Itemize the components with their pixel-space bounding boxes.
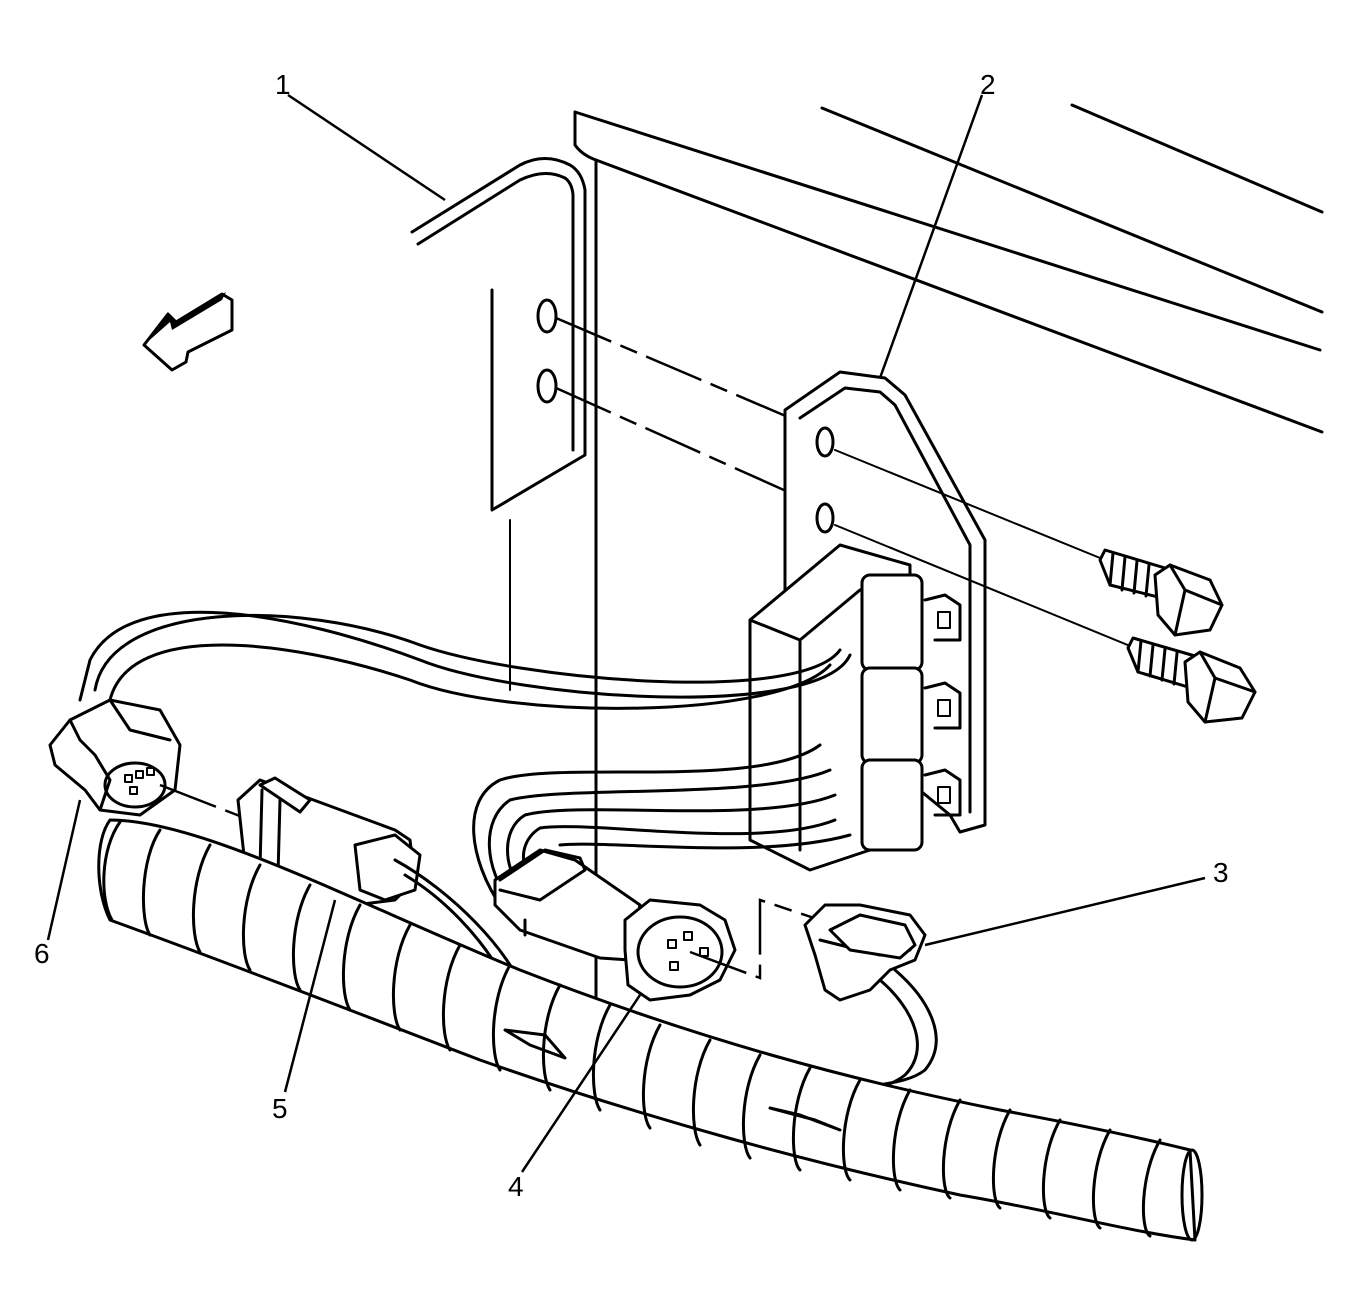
callout-1: 1 (275, 69, 291, 100)
callout-6: 6 (34, 938, 50, 969)
spiral-harness (97, 818, 1204, 1242)
forward-direction-arrow-icon (142, 292, 234, 372)
connector-4 (493, 848, 737, 1002)
bolt-alignment-line-lower (834, 524, 1136, 649)
relay-wires (78, 610, 852, 907)
bolt-lower (1126, 636, 1257, 724)
callout-5: 5 (272, 1093, 288, 1124)
vehicle-panel (509, 103, 1324, 1002)
connector-6-alignment-line (159, 783, 251, 822)
mounting-bracket (410, 157, 587, 512)
callout-2: 2 (980, 69, 996, 100)
alignment-line-upper (555, 316, 796, 422)
callout-4: 4 (508, 1171, 524, 1202)
callout-3: 3 (1213, 857, 1229, 888)
alignment-line-lower (555, 386, 796, 497)
connector-4-alignment-line (689, 898, 821, 980)
bolt-alignment-line-upper (834, 449, 1106, 561)
bolt-upper (1098, 548, 1224, 637)
connector-6 (48, 698, 182, 817)
callout-leaders (46, 93, 1206, 1173)
relay-center (748, 370, 987, 872)
